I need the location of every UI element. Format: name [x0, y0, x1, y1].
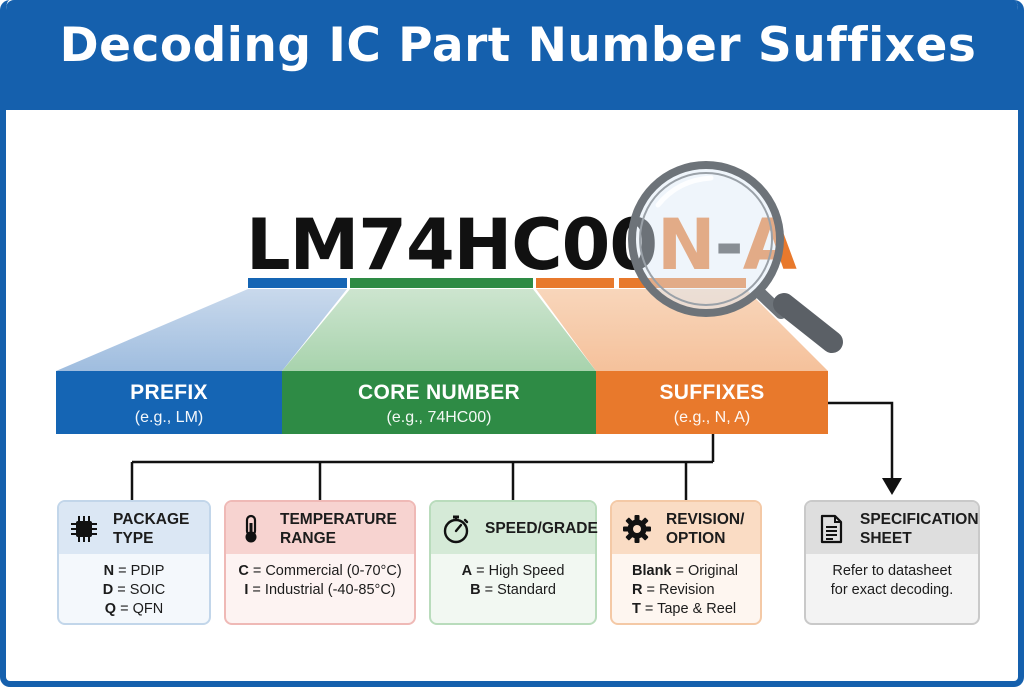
list-item: Refer to datasheet [806, 562, 978, 581]
code-value: = Tape & Reel [640, 601, 737, 617]
code-key: A [461, 563, 473, 579]
prefix-funnel [56, 289, 347, 371]
title-banner: Decoding IC Part Number Suffixes [6, 0, 1018, 110]
speed-grade-title: SPEED/GRADE [485, 520, 598, 537]
suffixes-header: SUFFIXES (e.g., N, A) [596, 371, 828, 434]
code-key: N [103, 563, 115, 579]
code-key: T [632, 601, 641, 617]
connector-lines [130, 401, 894, 500]
suffix-underline-1 [536, 278, 614, 288]
revision-option-card: REVISION/ OPTION Blank = Original R = Re… [610, 500, 762, 625]
code-key: D [102, 582, 114, 598]
code-value: = Original [671, 563, 738, 579]
part-suffix-grade: A [742, 204, 797, 286]
code-value: = PDIP [114, 563, 165, 579]
revision-option-list: Blank = Original R = Revision T = Tape &… [632, 562, 760, 619]
note-line: Refer to datasheet [832, 563, 952, 579]
thermometer-icon [245, 514, 257, 543]
code-value: = QFN [116, 601, 164, 617]
core-funnel [282, 289, 596, 371]
page-title: Decoding IC Part Number Suffixes [59, 18, 977, 73]
list-item: A = High Speed [431, 562, 595, 581]
list-item: R = Revision [632, 581, 760, 600]
core-number-header: CORE NUMBER (e.g., 74HC00) [282, 371, 596, 434]
part-number: LM74HC00N-A [246, 204, 797, 286]
suffix-underline-2 [619, 278, 746, 288]
document-icon [820, 514, 843, 544]
package-type-list: N = PDIP D = SOIC Q = QFN [59, 562, 209, 619]
list-item: T = Tape & Reel [632, 600, 760, 619]
list-item: D = SOIC [59, 581, 209, 600]
part-prefix: LM [246, 204, 359, 286]
list-item: I = Industrial (-40-85°C) [226, 581, 414, 600]
list-item: Q = QFN [59, 600, 209, 619]
code-key: Q [104, 601, 117, 617]
stopwatch-icon [443, 515, 469, 544]
code-key: I [244, 582, 249, 598]
suffixes-example: (e.g., N, A) [673, 409, 751, 426]
code-value: = Standard [480, 582, 556, 598]
core-number-title: CORE NUMBER [358, 381, 520, 404]
gear-icon [623, 515, 651, 543]
arrow-head [882, 478, 902, 495]
code-value: = Industrial (-40-85°C) [248, 582, 396, 598]
prefix-title: PREFIX [130, 381, 208, 404]
code-value: = Revision [642, 582, 715, 598]
note-line: for exact decoding. [830, 582, 954, 598]
list-item: C = Commercial (0-70°C) [226, 562, 414, 581]
code-key: R [632, 582, 643, 598]
code-value: = SOIC [113, 582, 166, 598]
package-type-card: PACKAGE TYPE N = PDIP D = SOIC Q = QFN [57, 500, 211, 625]
core-number-example: (e.g., 74HC00) [386, 409, 492, 426]
part-separator: - [714, 204, 744, 286]
speed-grade-list: A = High Speed B = Standard [431, 562, 595, 600]
code-value: = High Speed [472, 563, 565, 579]
list-item: N = PDIP [59, 562, 209, 581]
temperature-range-list: C = Commercial (0-70°C) I = Industrial (… [226, 562, 414, 600]
code-key: C [238, 563, 249, 579]
part-core: 74HC00 [358, 204, 658, 286]
speed-grade-card: SPEED/GRADE A = High Speed B = Standard [429, 500, 598, 625]
specification-sheet-text: Refer to datasheet for exact decoding. [806, 562, 978, 600]
specification-sheet-card: SPECIFICATION SHEET Refer to datasheet f… [804, 500, 980, 625]
prefix-example: (e.g., LM) [134, 409, 204, 426]
core-underline [350, 278, 533, 288]
prefix-header: PREFIX (e.g., LM) [56, 371, 282, 434]
package-type-title: PACKAGE TYPE [113, 511, 190, 547]
specification-sheet-title: SPECIFICATION SHEET [860, 511, 979, 547]
list-item: for exact decoding. [806, 581, 978, 600]
revision-option-title: REVISION/ OPTION [666, 511, 745, 547]
prefix-underline [248, 278, 347, 288]
list-item: Blank = Original [632, 562, 760, 581]
suffixes-title: SUFFIXES [659, 381, 765, 404]
code-key: B [470, 582, 481, 598]
temperature-range-title: TEMPERATURE RANGE [280, 511, 397, 547]
code-key: Blank [632, 563, 672, 579]
chip-icon [71, 516, 97, 542]
temperature-range-card: TEMPERATURE RANGE C = Commercial (0-70°C… [224, 500, 416, 625]
part-suffix-package: N [657, 204, 716, 286]
list-item: B = Standard [431, 581, 595, 600]
code-value: = Commercial (0-70°C) [248, 563, 402, 579]
